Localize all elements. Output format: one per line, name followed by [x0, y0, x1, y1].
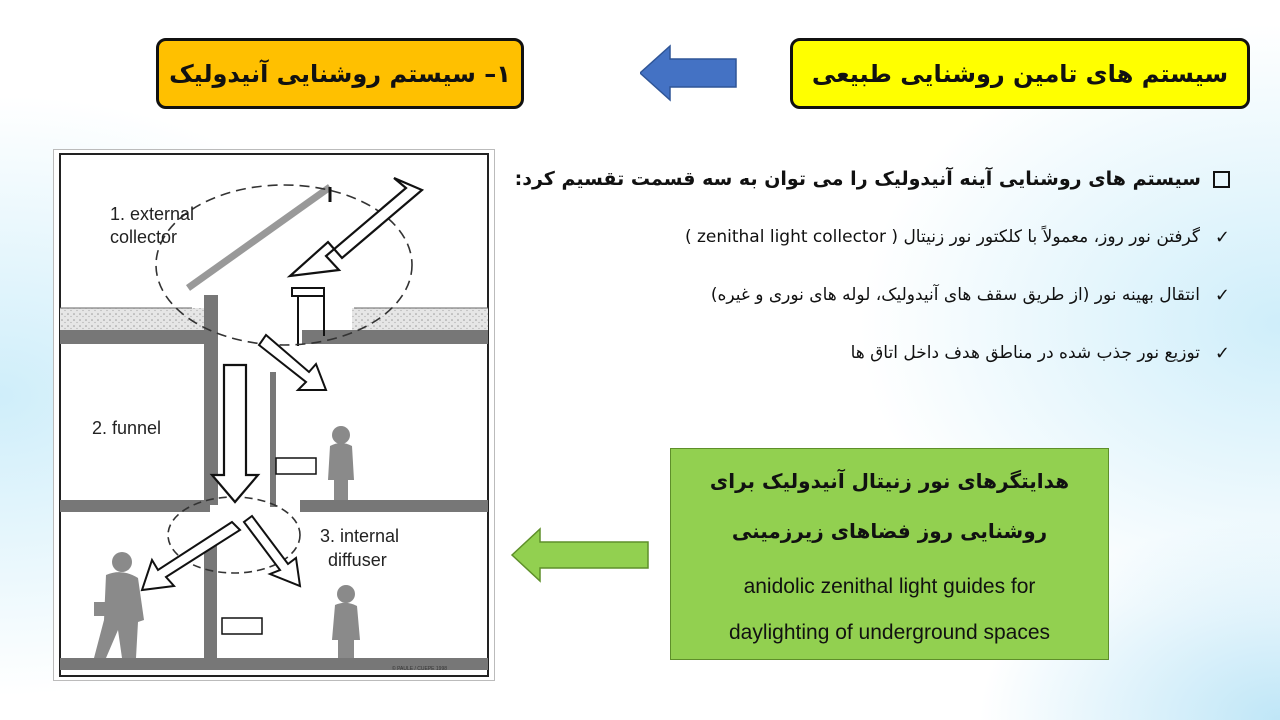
caption-en-line-1: anidolic zenithal light guides for: [743, 575, 1036, 598]
caption-box: هدایتگرهای نور زنیتال آنیدولیک برای روشن…: [670, 448, 1109, 660]
sink-lower: [221, 617, 263, 635]
label-collector: collector: [110, 227, 177, 247]
secondary-collector: [291, 287, 325, 297]
anidolic-system-diagram: 1. external collector 2. funnel 3. inter…: [53, 149, 495, 681]
bullet-item: ✓ گرفتن نور روز، معمولاً با کلکتور نور ز…: [500, 208, 1230, 266]
left-arrow-icon: [640, 44, 737, 102]
person-lower-left: [94, 552, 144, 658]
diffused-light-arrow-right: [242, 514, 302, 588]
support-column: [204, 545, 217, 660]
diagram-frame: [59, 153, 489, 677]
side-light-arrow: [257, 333, 328, 391]
diffused-light-arrow-left: [140, 520, 242, 592]
figure-credit: © PAULE / CUEPE 1998: [392, 665, 447, 672]
checkmark-icon: ✓: [1214, 226, 1230, 248]
funnel-wall-left: [204, 295, 218, 505]
ground-slab: [60, 658, 488, 670]
caption-fa-line-2: روشنایی روز فضاهای زیرزمینی: [731, 519, 1048, 543]
sink-upper: [275, 457, 317, 475]
roof-soil-left: [60, 308, 210, 330]
caption-fa-line-1: هدایتگرهای نور زنیتال آنیدولیک برای: [709, 469, 1070, 493]
natural-lighting-title-text: سیستم های تامین روشنایی طبیعی: [811, 59, 1229, 88]
collector-dashed-outline: [155, 184, 413, 346]
funnel-wall-right: [270, 372, 276, 507]
bullet-item-text: توزیع نور جذب شده در مناطق هدف داخل اتاق…: [850, 343, 1200, 363]
label-internal: 3. internal: [320, 526, 399, 546]
bullet-heading-text: سیستم های روشنایی آینه آنیدولیک را می تو…: [514, 168, 1201, 190]
bullet-heading: سیستم های روشنایی آینه آنیدولیک را می تو…: [500, 150, 1230, 208]
roof-slab-left: [60, 330, 205, 344]
bullet-item: ✓ انتقال بهینه نور (از طریق سقف های آنید…: [500, 266, 1230, 324]
bullet-item-text: انتقال بهینه نور (از طریق سقف های آنیدول…: [710, 285, 1200, 305]
label-funnel: 2. funnel: [92, 418, 161, 438]
person-upper-floor: [328, 426, 354, 500]
floor-slab-right: [300, 500, 488, 512]
natural-lighting-title: سیستم های تامین روشنایی طبیعی: [790, 38, 1250, 109]
incoming-sunlight-arrow: [286, 176, 425, 278]
checkmark-icon: ✓: [1214, 342, 1230, 364]
bullet-item-text: گرفتن نور روز، معمولاً با کلکتور نور زنی…: [684, 227, 1200, 247]
square-bullet-icon: [1213, 170, 1230, 188]
label-diffuser: diffuser: [328, 550, 387, 570]
floor-slab-left: [60, 500, 210, 512]
person-lower-right: [332, 585, 360, 658]
bullet-item: ✓ توزیع نور جذب شده در مناطق هدف داخل ات…: [500, 324, 1230, 382]
caption-en-line-2: daylighting of underground spaces: [728, 621, 1051, 644]
anidolic-system-title: ۱– سیستم روشنایی آنیدولیک: [156, 38, 524, 109]
checkmark-icon: ✓: [1214, 284, 1230, 306]
left-arrow-icon-green: [510, 527, 649, 583]
roof-slab-right: [302, 330, 488, 344]
collector-mirror: [185, 184, 333, 291]
label-external: 1. external: [110, 204, 194, 224]
anidolic-system-title-text: ۱– سیستم روشنایی آنیدولیک: [169, 59, 511, 88]
bullet-list: سیستم های روشنایی آینه آنیدولیک را می تو…: [500, 150, 1230, 382]
roof-soil-right: [352, 308, 488, 330]
anidolic-diagram-drawing: 1. external collector 2. funnel 3. inter…: [59, 153, 489, 677]
funnel-light-arrow: [209, 363, 261, 504]
